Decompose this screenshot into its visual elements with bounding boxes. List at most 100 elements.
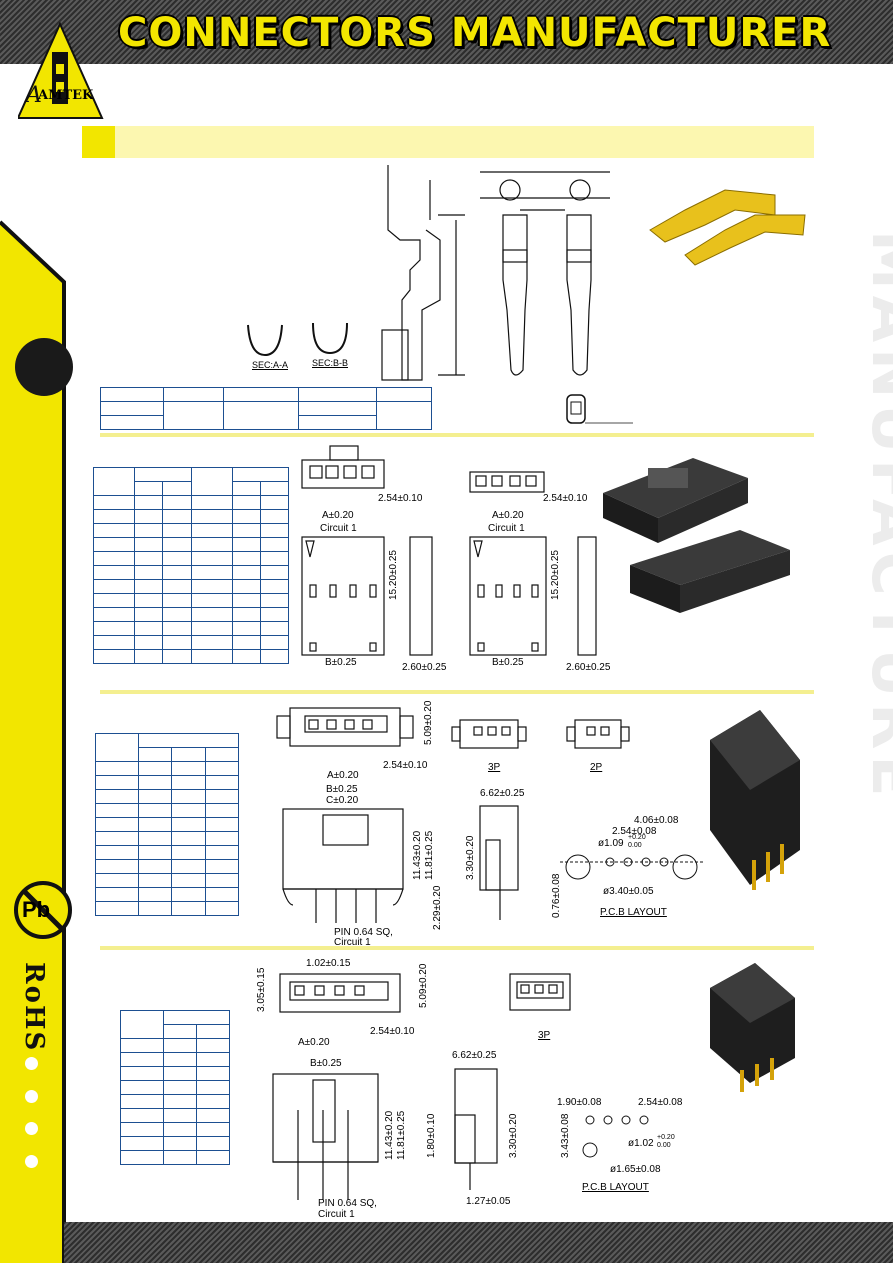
section2-table — [93, 467, 290, 664]
svg-text:A: A — [24, 83, 42, 108]
s4-dim-top: 1.02±0.15 — [306, 958, 351, 969]
terminal-product-image — [649, 189, 806, 266]
s4-dim-h2: 11.81±0.25 — [396, 1110, 407, 1160]
s3-pcb-big-hole: ø3.40±0.05 — [603, 886, 654, 897]
s4-circuit-note: Circuit 1 — [318, 1209, 355, 1220]
pb-label: Pb — [22, 897, 51, 922]
s3-pin-note: PIN 0.64 SQ, — [334, 927, 393, 938]
s4-pcb-d1: 1.90±0.08 — [557, 1097, 602, 1108]
section3-table — [95, 733, 240, 916]
section-header-square — [82, 126, 115, 158]
rohs-label: RoHS — [19, 962, 49, 1053]
sec-aa-label: SEC:A-A — [252, 360, 289, 370]
s3-dim-depth: 5.09±0.20 — [423, 700, 434, 745]
terminal-front-drawing — [480, 171, 610, 376]
s4-header-product-image — [710, 963, 795, 1092]
separator-3 — [100, 946, 814, 950]
s3-dim-side-width: 6.62±0.25 — [480, 788, 525, 799]
s2-dim-b-b: B±0.25 — [492, 657, 524, 668]
s2-dim-width-a: 2.60±0.25 — [402, 662, 447, 673]
s3-dim-side-h: 3.30±0.20 — [465, 835, 476, 880]
s2-dim-a-b: A±0.20 — [492, 510, 524, 521]
s2-circuit-a: Circuit 1 — [320, 523, 357, 534]
s3-dim-h1: 11.43±0.20 — [412, 830, 423, 880]
pb-free-icon — [14, 881, 72, 939]
housing-product-image-1 — [603, 458, 748, 543]
page-title: CONNECTORS MANUFACTURER — [118, 10, 832, 56]
s3-dim-b: B±0.25 — [326, 784, 358, 795]
s3-pcb-tol-plus: +0.20 — [628, 834, 646, 841]
terminal-end-drawing — [566, 394, 633, 424]
s4-pcb-d2: 2.54±0.08 — [638, 1097, 683, 1108]
section-aa-drawing — [247, 324, 283, 357]
terminal-side-drawing — [381, 165, 465, 381]
s4-dim-a: A±0.20 — [298, 1037, 330, 1048]
s2-dim-pitch-a: 2.54±0.10 — [378, 493, 423, 504]
s2-dim-height-a: 15.20±0.25 — [388, 550, 399, 600]
s4-dim-h1: 11.43±0.20 — [384, 1110, 395, 1160]
housing-product-image-2 — [630, 530, 790, 613]
s4-dim-depth: 5.09±0.20 — [418, 963, 429, 1008]
housing-b-front-drawing — [469, 536, 597, 656]
s4-dim-pitch: 2.54±0.10 — [370, 1026, 415, 1037]
s3-dim-c: C±0.20 — [326, 795, 359, 806]
section-bb-drawing — [312, 322, 348, 355]
s4-dim-side-h1: 1.80±0.10 — [426, 1113, 437, 1158]
dot-3 — [25, 1122, 38, 1135]
separator-2 — [100, 690, 814, 694]
s4-header-side-drawing — [454, 1068, 498, 1190]
header-side-drawing — [479, 805, 519, 920]
s4-pcb-big-hole: ø1.65±0.08 — [610, 1164, 661, 1175]
s2-circuit-b: Circuit 1 — [488, 523, 525, 534]
s4-label-3p: 3P — [538, 1030, 551, 1041]
housing-b-top-drawing — [469, 471, 545, 493]
dot-4 — [25, 1155, 38, 1168]
header-band — [0, 0, 893, 64]
s4-dim-left: 3.05±0.15 — [256, 967, 267, 1012]
s4-header-top-drawing — [279, 973, 401, 1013]
section4-table — [120, 1010, 230, 1165]
s3-pcb-layout-drawing — [560, 854, 705, 880]
s4-pcb-layout-label: P.C.B LAYOUT — [582, 1182, 649, 1193]
header-product-image-1 — [710, 710, 800, 890]
s4-header-front-drawing — [272, 1073, 379, 1200]
header-3p-drawing — [451, 719, 527, 749]
housing-a-front-drawing — [301, 536, 433, 656]
s3-pcb-d2: 2.54±0.08 — [612, 826, 657, 837]
s2-dim-b-a: B±0.25 — [325, 657, 357, 668]
s3-dim-h2: 11.81±0.25 — [424, 830, 435, 880]
s4-dim-side-width: 6.62±0.25 — [452, 1050, 497, 1061]
s3-pcb-d1: 4.06±0.08 — [634, 815, 679, 826]
s3-dim-a: A±0.20 — [327, 770, 359, 781]
s3-label-2p: 2P — [590, 762, 603, 773]
s2-dim-a-a: A±0.20 — [322, 510, 354, 521]
s4-dim-pin-offset: 1.27±0.05 — [466, 1196, 511, 1207]
dot-2 — [25, 1090, 38, 1103]
dot-1 — [25, 1057, 38, 1070]
footer-band — [64, 1222, 893, 1263]
separator-1 — [100, 433, 814, 437]
s4-dim-side-h2: 3.30±0.20 — [508, 1113, 519, 1158]
s4-pcb-tol-zero: 0.00 — [657, 1142, 671, 1149]
logo-text: AMTEK — [38, 88, 94, 103]
s4-pcb-layout-drawing — [582, 1115, 649, 1158]
s4-dim-b: B±0.25 — [310, 1058, 342, 1069]
s3-label-3p: 3P — [488, 762, 501, 773]
s3-pcb-tol-zero: 0.00 — [628, 842, 642, 849]
s4-pin-note: PIN 0.64 SQ, — [318, 1198, 377, 1209]
s4-pcb-hole: ø1.02 — [628, 1138, 654, 1149]
section1-table — [100, 387, 432, 430]
s3-dim-h3: 2.29±0.20 — [432, 885, 443, 930]
sec-bb-label: SEC:B-B — [312, 358, 349, 368]
s4-pcb-offset: 3.43±0.08 — [560, 1113, 571, 1158]
s3-pcb-hole: ø1.09 — [598, 838, 624, 849]
housing-a-top-drawing — [301, 445, 385, 489]
header-front-drawing — [282, 808, 404, 923]
watermark-text: CONNECTORS MANUFACTURE — [858, 230, 893, 803]
s2-dim-width-b: 2.60±0.25 — [566, 662, 611, 673]
s3-circuit-note: Circuit 1 — [334, 937, 371, 948]
s2-dim-height-b: 15.20±0.25 — [550, 550, 561, 600]
s3-pcb-offset: 0.76±0.08 — [551, 873, 562, 918]
amtek-logo-icon: A — [18, 22, 104, 119]
